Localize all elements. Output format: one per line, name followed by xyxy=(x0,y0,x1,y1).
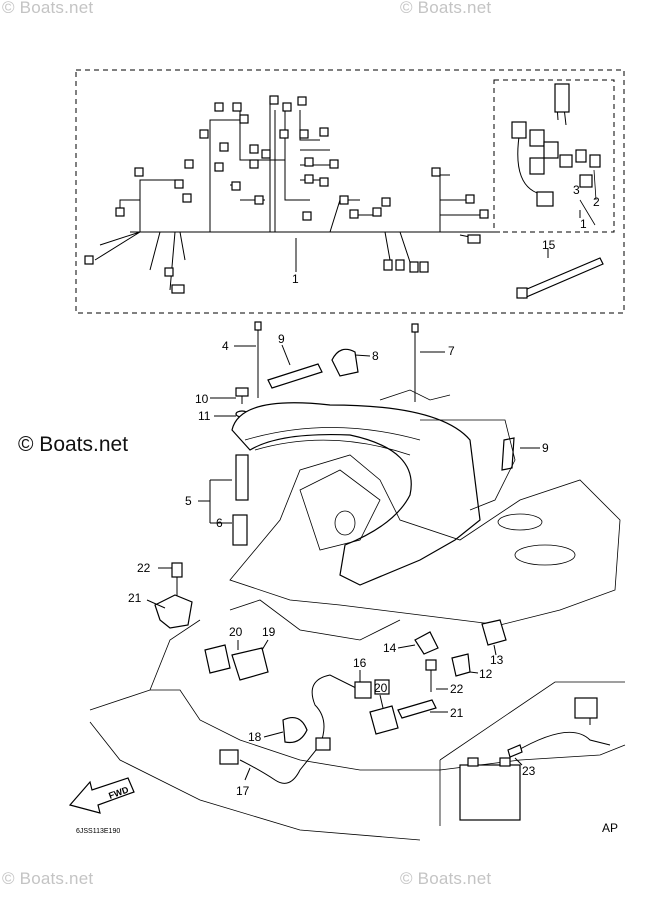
callout-3: 3 xyxy=(573,183,580,197)
callout-20-left: 20 xyxy=(229,625,243,639)
callout-22-right: 22 xyxy=(450,682,464,696)
callout-20-right: 20 xyxy=(374,681,388,695)
clip-12-drawing xyxy=(451,653,471,677)
lower-cowling-drawing xyxy=(89,619,626,841)
clip-14-drawing xyxy=(414,631,439,655)
fwd-arrow: FWD xyxy=(68,777,135,814)
callout-4: 4 xyxy=(222,339,229,353)
sub-harness-drawing xyxy=(219,674,390,784)
watermark-middle: © Boats.net xyxy=(18,433,129,456)
callout-6: 6 xyxy=(216,516,223,530)
bracket-right-drawing xyxy=(397,699,437,719)
callout-7: 7 xyxy=(448,344,455,358)
callout-10: 10 xyxy=(195,392,209,406)
callout-1-harness: 1 xyxy=(292,272,299,286)
callout-12: 12 xyxy=(479,667,493,681)
engine-block-drawing xyxy=(229,454,621,641)
battery-cable-inset-drawing xyxy=(439,681,625,826)
callout-16: 16 xyxy=(353,656,367,670)
cushion-left-drawing xyxy=(267,363,323,389)
callout-15: 15 xyxy=(542,238,556,252)
clamp-drawing xyxy=(331,348,359,377)
callout-5: 5 xyxy=(185,494,192,508)
inset-group-frame xyxy=(493,79,615,233)
callout-23: 23 xyxy=(522,764,536,778)
cushion-right-drawing xyxy=(501,437,515,471)
watermark-top-left: © Boats.net xyxy=(2,0,94,17)
watermark-top-right: © Boats.net xyxy=(400,0,492,17)
callout-21-right: 21 xyxy=(450,706,464,720)
leader-lines xyxy=(146,210,581,781)
cable-tie-drawing xyxy=(516,257,604,299)
electrical-bracket-drawing xyxy=(231,389,516,586)
callout-9-left: 9 xyxy=(278,332,285,346)
ap-label: AP xyxy=(602,821,618,835)
watermark-bottom-left: © Boats.net xyxy=(2,869,94,888)
long-rod-drawing xyxy=(254,321,419,402)
clip-13-drawing xyxy=(481,619,507,646)
callout-8: 8 xyxy=(372,349,379,363)
diagram-code: 6JSS113E190 xyxy=(76,828,120,835)
inset-subharness-drawing xyxy=(511,83,601,226)
callout-21-left: 21 xyxy=(128,591,142,605)
callout-19: 19 xyxy=(262,625,276,639)
grommet-left-drawing xyxy=(204,644,231,674)
grommet-right-drawing xyxy=(369,705,399,735)
callout-18: 18 xyxy=(248,730,262,744)
harness-group-frame xyxy=(75,69,625,314)
bolt-right-drawing xyxy=(425,659,437,692)
callout-13: 13 xyxy=(490,653,504,667)
rubber-cap-drawing xyxy=(231,647,269,681)
wire-harness-drawing xyxy=(84,95,500,294)
bracket-left-drawing xyxy=(154,562,193,629)
callout-22-left: 22 xyxy=(137,561,151,575)
watermark-bottom-right: © Boats.net xyxy=(400,869,492,888)
callout-1-inset: 1 xyxy=(580,217,587,231)
callout-9-right: 9 xyxy=(542,441,549,455)
callout-2: 2 xyxy=(593,195,600,209)
callout-17: 17 xyxy=(236,784,250,798)
callout-11: 11 xyxy=(198,409,211,423)
callout-14: 14 xyxy=(383,641,397,655)
